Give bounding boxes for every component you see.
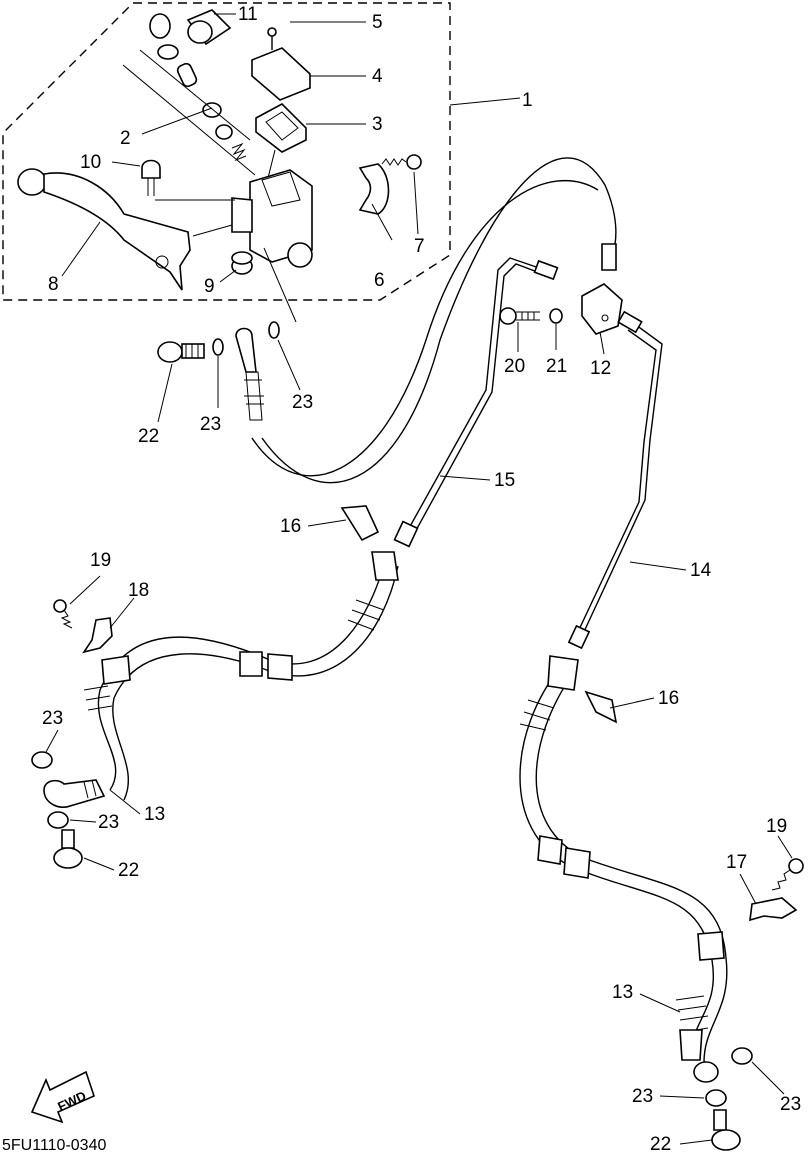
brake-lever-8 — [17, 168, 191, 291]
callout-1: 1 — [522, 90, 533, 111]
piston-kit-2 — [157, 44, 247, 162]
union-bolt-22-top — [157, 341, 205, 363]
callout-5: 5 — [372, 12, 383, 33]
leader-lines — [45, 13, 793, 1145]
union-bolt-22-right — [711, 1109, 741, 1151]
callout-13-right: 13 — [612, 982, 633, 1003]
diagram-code: 5FU1110-0340 — [2, 1137, 106, 1154]
hose-end-right-top — [547, 655, 579, 691]
washer-23-e — [731, 1047, 753, 1065]
banjo-upper — [235, 327, 257, 373]
callout-23-right-lower: 23 — [632, 1086, 653, 1107]
brake-pipe-14 — [581, 321, 663, 637]
hose-end-left-top — [371, 551, 399, 581]
callout-23-left-top: 23 — [42, 708, 63, 729]
callout-7: 7 — [414, 236, 425, 257]
callout-9: 9 — [204, 276, 215, 297]
callout-21: 21 — [546, 356, 567, 377]
fwd-arrow-icon: FWD — [30, 1070, 95, 1124]
bushing-9 — [231, 251, 253, 275]
union-bolt-22-left — [53, 829, 83, 869]
callout-14: 14 — [690, 560, 712, 581]
clip-16-lower — [584, 690, 618, 724]
reservoir-cover-4 — [251, 47, 311, 101]
banjo-lower-right — [693, 1061, 719, 1083]
callout-19-right: 19 — [766, 816, 787, 837]
joint-12 — [581, 283, 623, 335]
hose-guide-18 — [82, 617, 113, 654]
banjo-lower-left — [43, 779, 106, 808]
callout-16-lower: 16 — [658, 688, 679, 709]
master-hose — [261, 157, 617, 484]
assembly-boundary — [2, 2, 451, 301]
washer-23-f — [705, 1089, 727, 1107]
callout-8: 8 — [48, 274, 59, 295]
brake-hose-13-left — [97, 559, 386, 791]
washer-23-b — [268, 321, 280, 339]
washer-23-c — [31, 751, 53, 769]
callout-23-left-bottom: 23 — [98, 812, 119, 833]
callout-22-upper: 22 — [138, 426, 159, 447]
washer-21 — [549, 308, 563, 324]
callout-20: 20 — [504, 356, 525, 377]
callout-4: 4 — [372, 66, 383, 87]
callout-16-upper: 16 — [280, 516, 301, 537]
bolt-7 — [381, 154, 422, 170]
callout-19-left: 19 — [90, 550, 111, 571]
callout-3: 3 — [372, 114, 383, 135]
callout-23-upper-left: 23 — [200, 414, 221, 435]
callout-2: 2 — [120, 128, 131, 149]
callout-6: 6 — [374, 270, 385, 291]
hose-guide-17 — [749, 897, 798, 922]
callout-12: 12 — [590, 358, 611, 379]
screw-5 — [267, 27, 277, 50]
washer-23-d — [47, 811, 69, 829]
callout-15: 15 — [494, 470, 515, 491]
callout-11: 11 — [238, 4, 258, 25]
callout-23-upper-right: 23 — [292, 392, 313, 413]
clip-16-upper — [340, 505, 380, 542]
callout-18: 18 — [128, 580, 149, 601]
brake-hose-13-right — [519, 667, 714, 1061]
washer-23-a — [212, 338, 224, 356]
callout-13-left: 13 — [144, 804, 165, 825]
pivot-bolt-10 — [141, 159, 161, 196]
callout-22-right: 22 — [650, 1134, 671, 1154]
brake-pipe-15 — [407, 257, 546, 531]
callout-10: 10 — [80, 152, 101, 173]
bolt-19-right — [771, 858, 804, 891]
diaphragm-3 — [255, 103, 307, 153]
master-cylinder-body — [231, 169, 313, 268]
bolt-19-left — [53, 599, 73, 629]
callout-22-left: 22 — [118, 860, 139, 881]
callout-23-right-upper: 23 — [780, 1094, 801, 1115]
bracket-6 — [358, 163, 390, 215]
callout-labels: 11 5 4 1 3 2 10 7 6 8 9 20 21 12 23 23 2… — [42, 4, 801, 1154]
cap-11 — [149, 9, 232, 46]
bolt-20 — [499, 307, 540, 325]
callout-17: 17 — [726, 852, 747, 873]
